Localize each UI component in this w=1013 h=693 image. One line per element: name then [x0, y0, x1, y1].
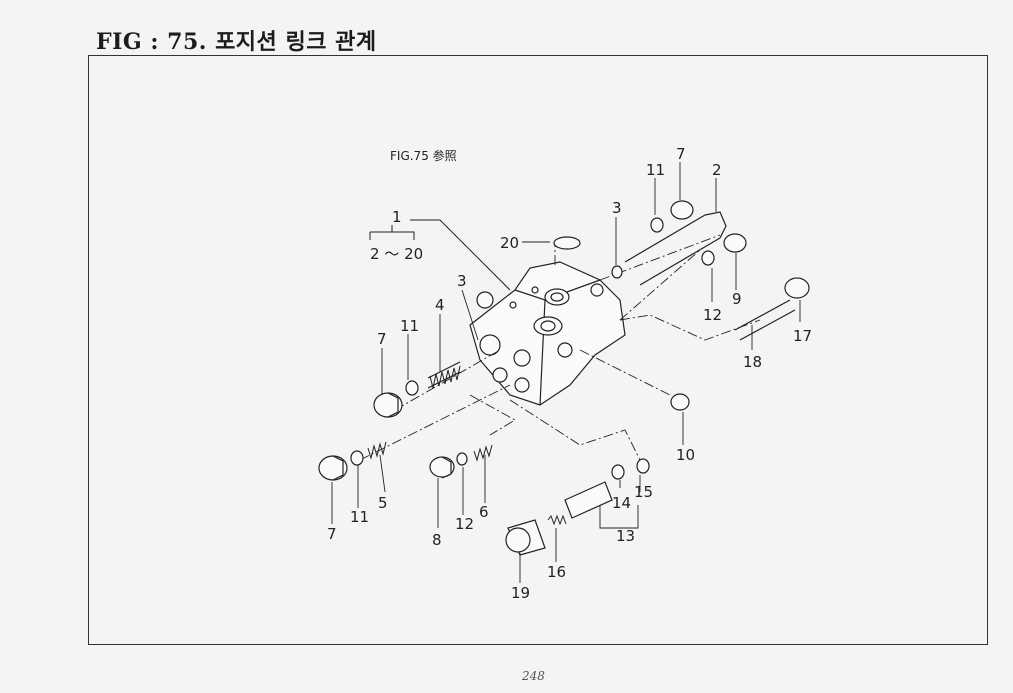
callout-18: 18 — [743, 353, 762, 371]
callout-15: 15 — [634, 483, 653, 501]
callout-10: 10 — [676, 446, 695, 464]
callout-8: 8 — [432, 531, 442, 549]
page-number: 248 — [522, 669, 545, 683]
callout-11-lower: 11 — [350, 508, 369, 526]
upper-right-parts — [553, 200, 810, 411]
assembly-label-group: 1 2 ～ 20 — [369, 208, 511, 291]
callout-19: 19 — [511, 584, 530, 602]
diagram-frame — [88, 55, 988, 645]
callout-12-upper: 12 — [703, 306, 722, 324]
callout-6: 6 — [479, 503, 489, 521]
callout-7-lower: 7 — [327, 525, 337, 543]
left-parts — [318, 361, 493, 481]
callout-12-lower: 12 — [455, 515, 474, 533]
callout-2: 2 — [712, 161, 722, 179]
callout-7-upper: 7 — [676, 145, 686, 163]
callout-7-middle: 7 — [377, 330, 387, 348]
leader-1 — [410, 219, 511, 291]
reference-note: FIG.75 参照 — [390, 148, 457, 163]
callout-13: 13 — [616, 527, 635, 545]
callout-9: 9 — [732, 290, 742, 308]
leader-lines — [331, 162, 801, 583]
lower-spool-group — [505, 458, 650, 556]
page-title: FIG : 75. 포지션 링크 관계 — [96, 29, 377, 55]
valve-body — [469, 261, 626, 406]
assembly-range: 2 ～ 20 — [370, 245, 423, 263]
callout-17: 17 — [793, 327, 812, 345]
callout-3-upper: 3 — [612, 199, 622, 217]
callout-5: 5 — [378, 494, 388, 512]
callout-11-upper: 11 — [646, 161, 665, 179]
callout-20: 20 — [500, 234, 519, 252]
callout-14: 14 — [612, 494, 631, 512]
callout-3-left: 3 — [457, 272, 467, 290]
callout-4: 4 — [435, 296, 445, 314]
callouts: 20 3 11 7 2 12 9 17 18 3 4 11 7 10 5 11 … — [327, 145, 812, 602]
callout-1: 1 — [392, 208, 402, 226]
callout-11-middle: 11 — [400, 317, 419, 335]
callout-16: 16 — [547, 563, 566, 581]
